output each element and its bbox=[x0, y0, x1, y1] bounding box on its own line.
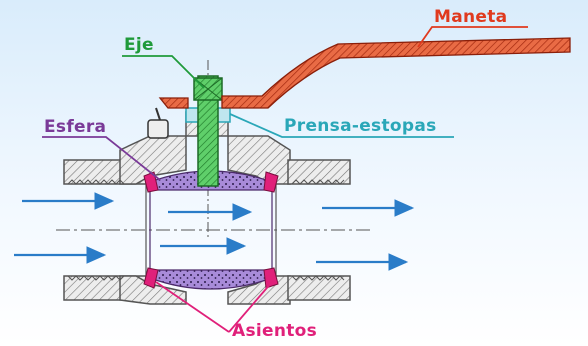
label-asientos: Asientos bbox=[232, 321, 317, 341]
label-prensa-estopas: Prensa-estopas bbox=[284, 116, 437, 136]
leader-asientos-right bbox=[228, 281, 273, 333]
seats bbox=[143, 171, 279, 289]
label-eje: Eje bbox=[124, 35, 154, 55]
leader-asientos-left bbox=[155, 281, 230, 333]
leader-esfera bbox=[42, 136, 161, 181]
leader-eje bbox=[122, 55, 205, 89]
stem bbox=[193, 75, 223, 187]
leader-lines bbox=[42, 26, 528, 333]
packing-gland bbox=[185, 107, 231, 123]
leader-maneta bbox=[417, 26, 528, 48]
label-maneta: Maneta bbox=[434, 7, 507, 27]
leader-prensa bbox=[229, 113, 454, 138]
flow-arrows bbox=[14, 192, 415, 271]
handle bbox=[147, 37, 571, 139]
label-esfera: Esfera bbox=[44, 117, 106, 137]
